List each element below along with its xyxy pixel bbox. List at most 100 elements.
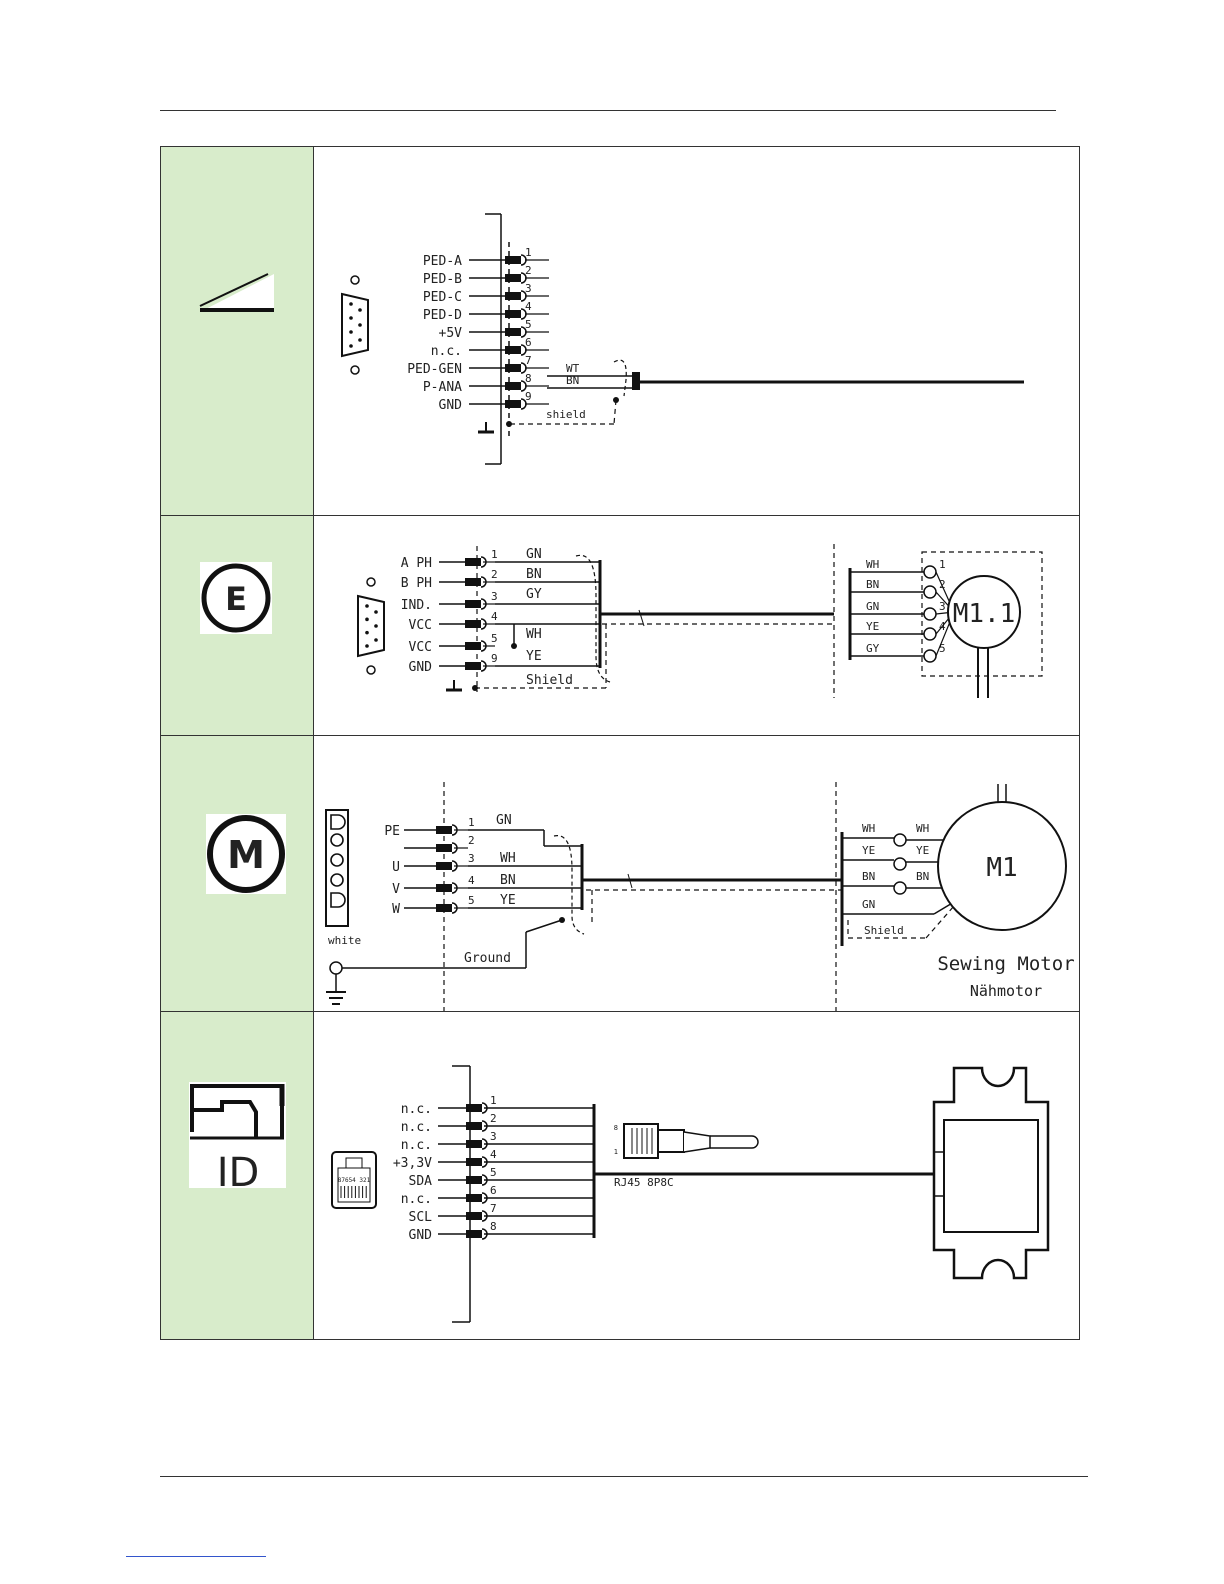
pin-label: PED-D xyxy=(423,308,462,323)
encoder-icon-cell: E xyxy=(160,516,314,735)
shield-label: shield xyxy=(546,408,586,421)
vcc-node xyxy=(511,643,517,649)
encoder-terminal-pin-body xyxy=(465,558,481,566)
motor-pin-ring xyxy=(923,627,937,641)
pin-label: IND. xyxy=(401,598,432,613)
pin-number: 5 xyxy=(468,894,475,907)
pin-number: 9 xyxy=(491,652,498,665)
pedal-dsub-icon-screw xyxy=(350,365,360,375)
pedal-dsub-icon xyxy=(341,292,369,358)
pedal-terminal-pin-body xyxy=(505,328,521,336)
motor-caption: Sewing Motor xyxy=(937,953,1074,975)
wire-label: BN xyxy=(526,567,542,582)
wire-label: GY xyxy=(526,587,542,602)
motor-wire-label: YE xyxy=(866,620,879,633)
pin-number: 4 xyxy=(491,610,498,623)
pin-label: GND xyxy=(439,398,463,413)
pin-label: GND xyxy=(409,1228,433,1243)
pin-number: 3 xyxy=(490,1130,497,1143)
plug-pin-o xyxy=(330,853,344,867)
motor-wire-label: WH xyxy=(916,822,929,835)
motor-pin-ring xyxy=(893,857,907,871)
pin-label: SCL xyxy=(409,1210,433,1225)
rj45-jack-icon xyxy=(331,1151,377,1209)
wire-label: BN xyxy=(500,873,516,888)
id-module-outline xyxy=(932,1066,1050,1280)
pin-number: 1 xyxy=(491,548,498,561)
jack-pin-label: 87654 321 xyxy=(338,1177,371,1184)
motor-wire-label: WH xyxy=(866,558,879,571)
id-terminal-pin-body xyxy=(466,1158,482,1166)
encoder-dsub-icon-pin xyxy=(365,630,369,635)
motor-terminal-pin-body xyxy=(436,826,452,834)
motor-caption-de: Nähmotor xyxy=(970,982,1042,1000)
pedal-terminal-pin-body xyxy=(505,382,521,390)
motor-wire-label: WH xyxy=(862,822,875,835)
motor-wiring-diagram: whitePE12U3V4W5GNWHBNYEGroundWHYEBNGNWHY… xyxy=(325,782,1075,1011)
plug-pin-number: 8 xyxy=(614,1124,618,1132)
cable-shield-loop xyxy=(575,554,611,683)
ground-node xyxy=(506,421,512,427)
footer-rule xyxy=(160,1476,1088,1477)
pedal-terminal-pin-body xyxy=(505,256,521,264)
id-module-chip xyxy=(943,1119,1039,1233)
motor-terminal-pin-body xyxy=(436,904,452,912)
pin-number: 5 xyxy=(491,632,498,645)
encoder-dsub-icon-screw xyxy=(366,577,376,587)
pin-label: PED-B xyxy=(423,272,462,287)
motor-pin-ring xyxy=(893,881,907,895)
pin-label: A PH xyxy=(401,556,432,571)
pedal-terminal-pin-body xyxy=(505,346,521,354)
id-icon-text: ID xyxy=(217,1150,260,1196)
encoder-icon-letter: E xyxy=(225,580,247,618)
motor-pin-number: 3 xyxy=(939,600,946,613)
pin-label: n.c. xyxy=(401,1138,432,1153)
wire-label: WT xyxy=(566,362,580,375)
plug-label: RJ45 8P8C xyxy=(614,1176,674,1189)
pedal-terminal-pin-body xyxy=(505,400,521,408)
pin-number: 5 xyxy=(525,318,532,331)
pin-label: PE xyxy=(384,824,400,839)
wire-label: GN xyxy=(526,547,542,562)
ground-wire xyxy=(525,919,563,933)
encoder-dsub-icon-pin xyxy=(374,638,378,642)
header-rule xyxy=(160,110,1056,111)
pin-label: n.c. xyxy=(401,1102,432,1117)
pedal-icon-cell xyxy=(160,146,314,515)
motor-wire-label: GN xyxy=(866,600,879,613)
encoder-dsub-icon-screw xyxy=(366,665,376,675)
wire-label: YE xyxy=(500,893,516,908)
motor-wire-label: GY xyxy=(866,642,880,655)
cable-gland xyxy=(632,372,640,390)
plug-pin-o xyxy=(330,833,344,847)
motor-pin-number: 2 xyxy=(939,578,946,591)
encoder-terminal-pin-body xyxy=(465,578,481,586)
pin-label: n.c. xyxy=(401,1120,432,1135)
pin-label: +5V xyxy=(439,326,463,341)
motor-icon-cell: M xyxy=(160,736,314,1011)
ground-node xyxy=(472,685,478,691)
encoder-motor-symbol xyxy=(947,575,1021,649)
ground-label: Ground xyxy=(464,951,511,966)
pin-label: PED-C xyxy=(423,290,462,305)
pedal-dsub-icon-pin xyxy=(349,316,353,320)
connector-caption: white xyxy=(328,934,361,947)
sewing-machine-id-icon: ID xyxy=(189,1082,286,1196)
pin-label: B PH xyxy=(401,576,432,591)
motor-plug-icon xyxy=(325,809,349,927)
pedal-terminal-pin-body xyxy=(505,292,521,300)
cable-shield-loop xyxy=(613,359,627,397)
motor-wire-label: BN xyxy=(862,870,875,883)
wire-label: YE xyxy=(526,649,542,664)
id-terminal-pin-body xyxy=(466,1176,482,1184)
pin-label: +3,3V xyxy=(393,1156,432,1171)
pedal-terminal-pin-body xyxy=(505,364,521,372)
pedal-dsub-icon-pin xyxy=(349,330,353,334)
pin-number: 3 xyxy=(525,282,532,295)
pin-label: V xyxy=(392,882,400,897)
pedal-terminal-pin-body xyxy=(505,274,521,282)
pedal-dsub-icon-pin xyxy=(358,338,362,342)
pin-number: 1 xyxy=(468,816,475,829)
